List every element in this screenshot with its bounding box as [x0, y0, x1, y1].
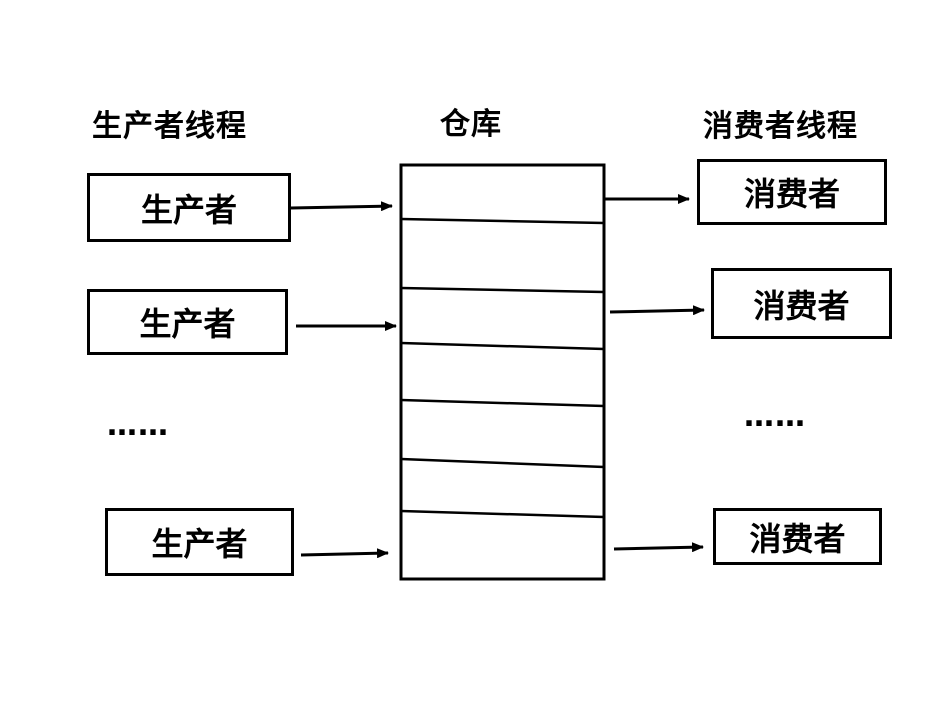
warehouse-slot-divider [400, 509, 605, 519]
warehouse-slot-divider [400, 286, 605, 294]
consumer-box-3: 消费者 [713, 508, 882, 565]
consumer-arrow-2 [609, 305, 705, 316]
consumer-threads-heading: 消费者线程 [703, 109, 858, 144]
consumer-box-2: 消费者 [711, 268, 892, 339]
consumer-arrow-3 [613, 542, 704, 553]
warehouse-box [399, 163, 606, 581]
producer-threads-heading: 生产者线程 [92, 109, 247, 144]
producer-arrow-1 [290, 201, 393, 212]
producer-box-2: 生产者 [87, 289, 288, 355]
producer-box-1: 生产者 [87, 173, 291, 242]
warehouse-heading: 仓库 [440, 107, 502, 142]
consumer-ellipsis: …… [744, 399, 806, 434]
warehouse-slot-divider [400, 457, 605, 469]
producer-box-3: 生产者 [105, 508, 294, 576]
consumer-box-1: 消费者 [697, 159, 887, 225]
producer-ellipsis: …… [107, 408, 169, 443]
warehouse-slot-divider [400, 398, 605, 408]
warehouse-slot-divider [400, 217, 605, 225]
warehouse-slot-divider [400, 341, 605, 351]
producer-arrow-3 [300, 548, 389, 559]
